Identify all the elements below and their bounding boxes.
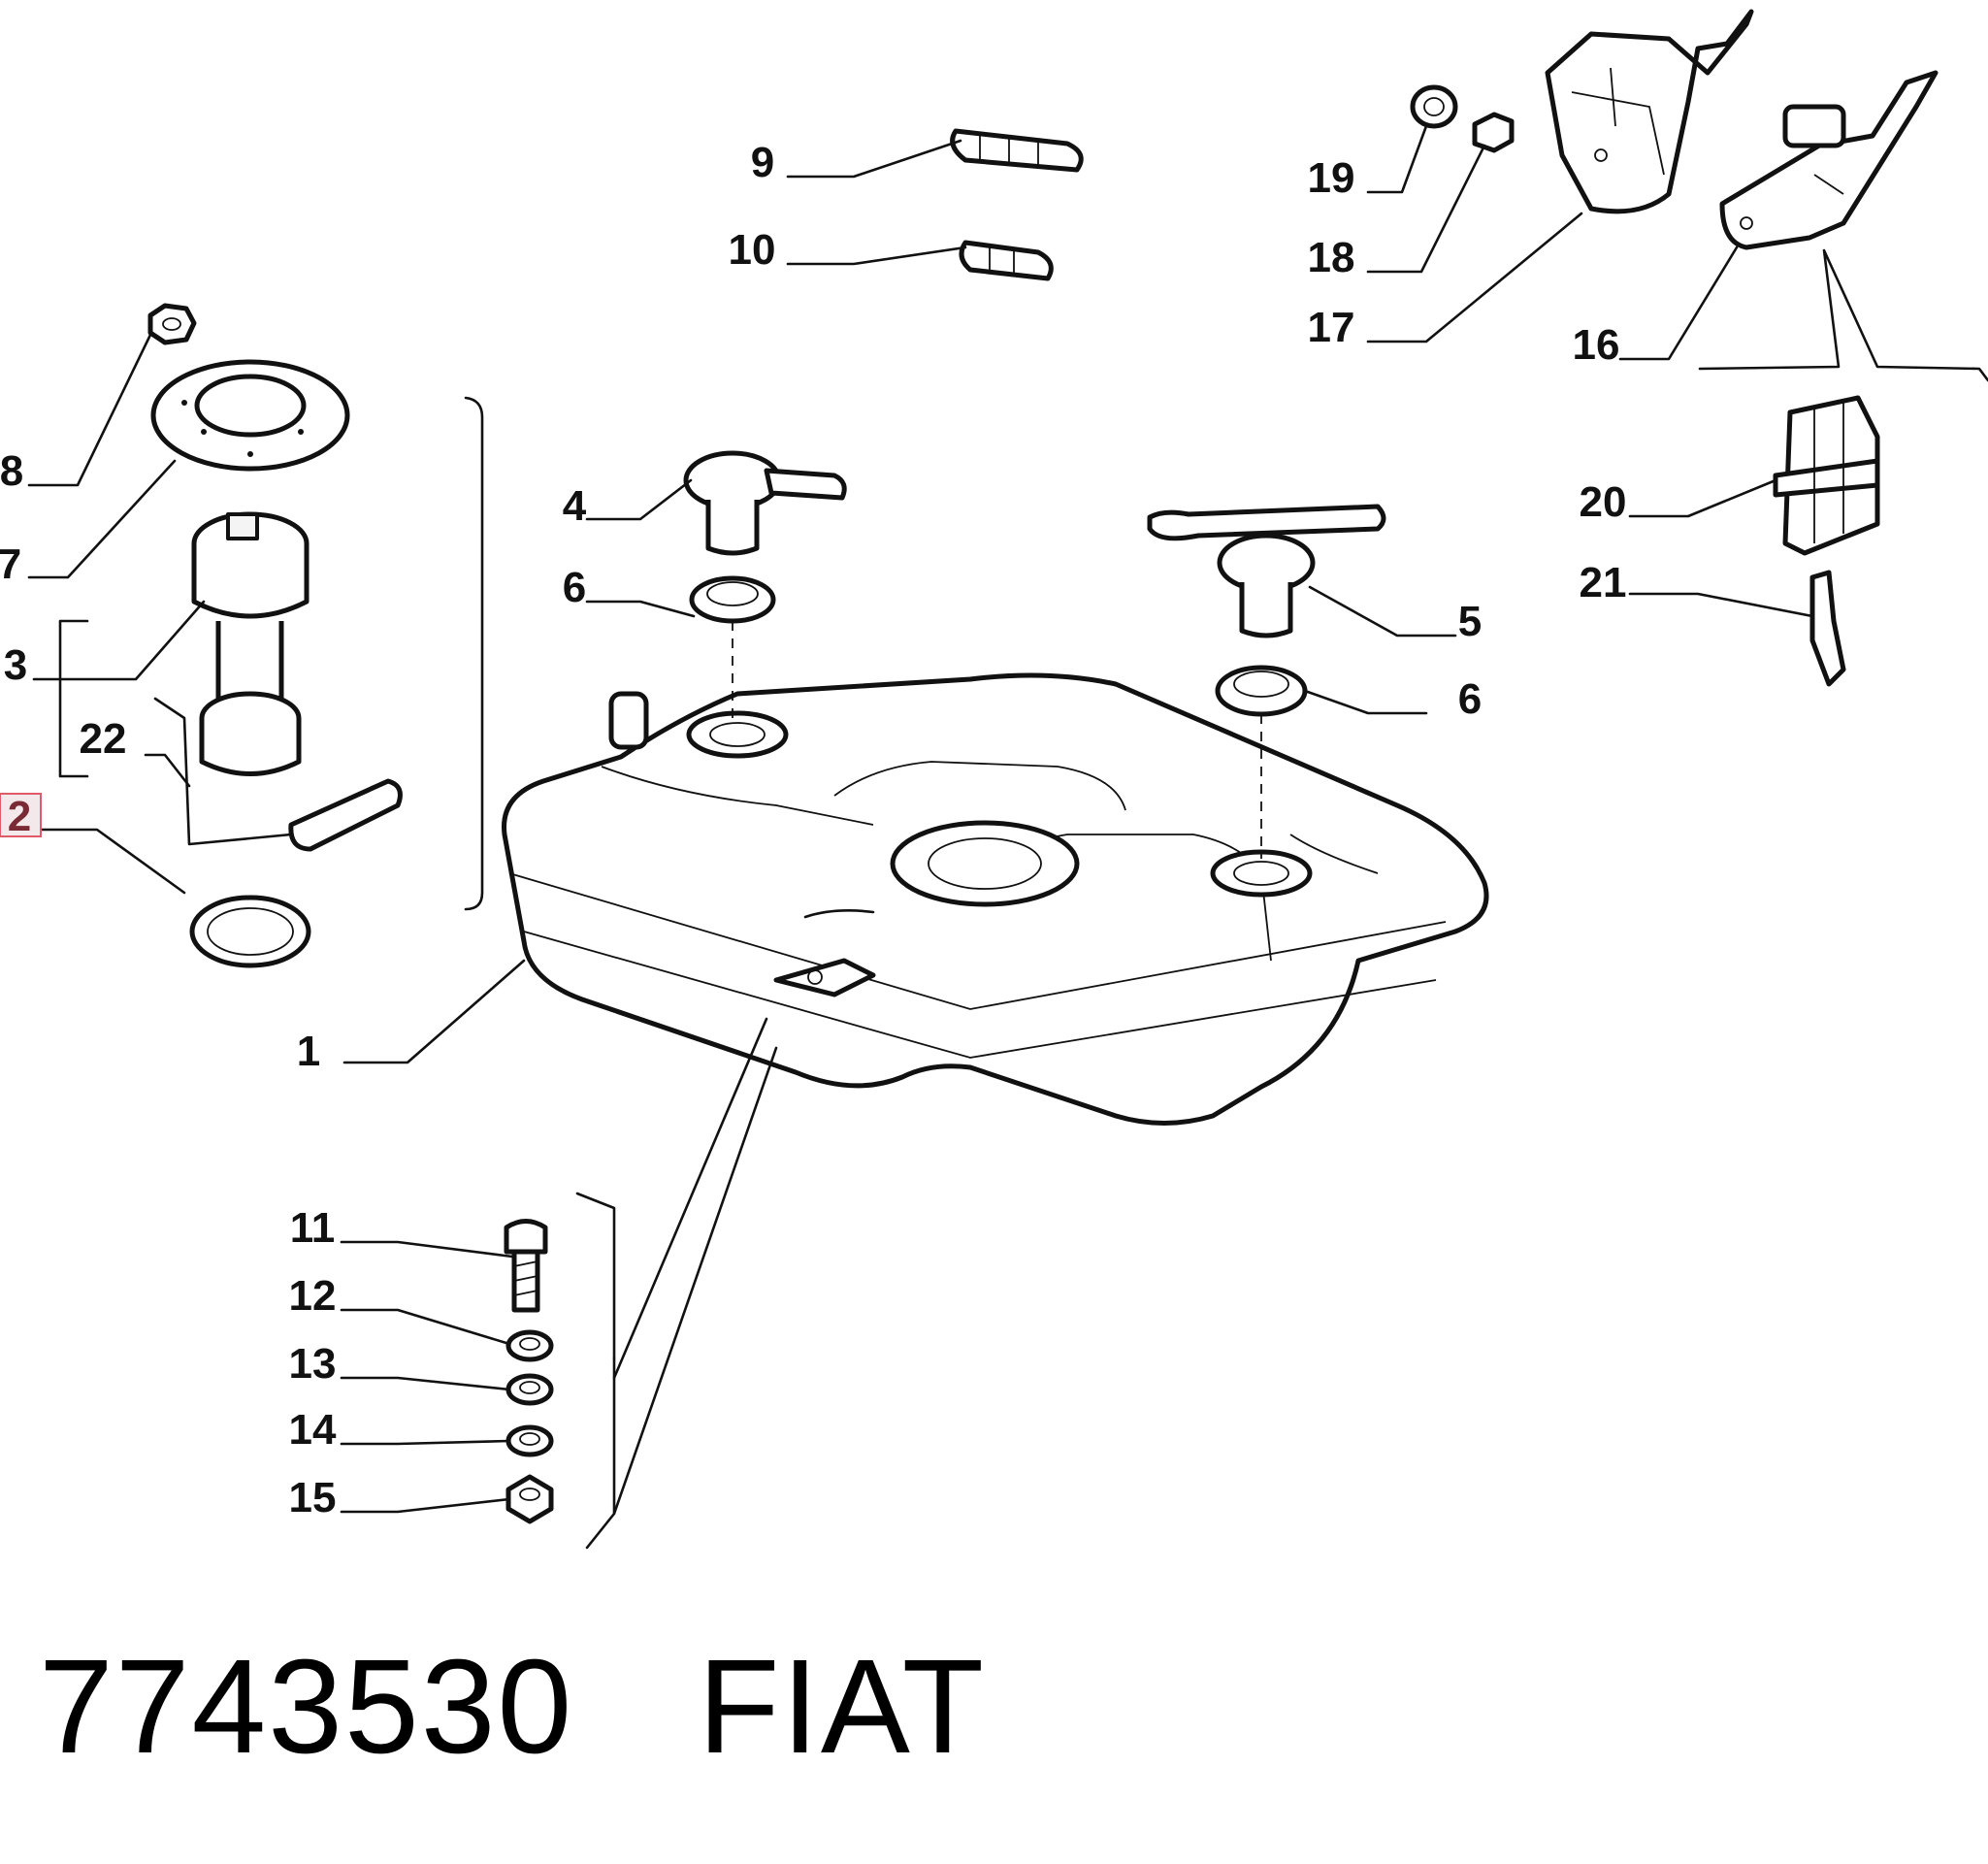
part-19-grommet xyxy=(1410,84,1458,129)
callout-5[interactable]: 5 xyxy=(1458,598,1482,645)
leader-hardware-to-bracket xyxy=(612,1017,778,1516)
leader-16-fork xyxy=(1698,248,1988,382)
part-20-relay xyxy=(1773,395,1880,556)
callout-3[interactable]: 3 xyxy=(4,641,27,689)
callout-17[interactable]: 17 xyxy=(1308,304,1355,351)
callout-16[interactable]: 16 xyxy=(1573,321,1620,369)
callout-19[interactable]: 19 xyxy=(1308,154,1355,202)
callout-8[interactable]: 8 xyxy=(0,447,23,495)
part-12-spring-washer xyxy=(505,1329,554,1362)
callout-15[interactable]: 15 xyxy=(289,1474,337,1521)
part-15-nut xyxy=(505,1474,554,1524)
callout-13[interactable]: 13 xyxy=(289,1340,337,1388)
callout-21[interactable]: 21 xyxy=(1580,559,1627,606)
group-bracket-left xyxy=(58,619,89,778)
callout-10[interactable]: 10 xyxy=(729,226,776,274)
part-16-relay-bracket xyxy=(1719,70,1939,250)
callout-20[interactable]: 20 xyxy=(1580,478,1627,526)
part-17-bracket xyxy=(1545,9,1754,214)
part-21-terminal-clip xyxy=(1809,570,1846,687)
part-5-vent-fitting xyxy=(1147,504,1386,638)
group-bracket-hardware-lower xyxy=(585,1357,616,1550)
callout-12[interactable]: 12 xyxy=(289,1272,337,1320)
group-bracket-tank xyxy=(464,396,484,911)
part-caption: 7743530 FIAT xyxy=(39,1630,986,1784)
callout-1[interactable]: 1 xyxy=(297,1028,320,1075)
part-11-bolt xyxy=(504,1219,548,1313)
part-number: 7743530 xyxy=(39,1632,574,1782)
brand-name: FIAT xyxy=(698,1632,986,1782)
part-9-hose-clip xyxy=(950,128,1084,173)
part-18-bushing xyxy=(1472,112,1515,153)
callout-22[interactable]: 22 xyxy=(80,715,127,763)
callout-6a[interactable]: 6 xyxy=(563,564,586,611)
callout-6b[interactable]: 6 xyxy=(1458,675,1482,723)
part-3-fuel-pump xyxy=(191,511,310,776)
callout-9[interactable]: 9 xyxy=(751,139,774,186)
leader-lines xyxy=(27,124,1814,1514)
part-7-flange-gasket xyxy=(150,359,350,472)
highlight-box-callout-2 xyxy=(0,793,42,837)
part-13-washer xyxy=(505,1373,554,1406)
group-bracket-hardware xyxy=(575,1192,616,1360)
part-2-seal-ring xyxy=(189,895,311,968)
part-6-grommet-b xyxy=(1215,665,1308,717)
callout-2[interactable]: 2 xyxy=(8,793,31,840)
callout-18[interactable]: 18 xyxy=(1308,234,1355,281)
callout-7[interactable]: 7 xyxy=(0,540,21,588)
callout-14[interactable]: 14 xyxy=(289,1406,337,1454)
callout-11[interactable]: 11 xyxy=(290,1204,336,1252)
part-4-filler-neck xyxy=(683,450,847,556)
callout-4[interactable]: 4 xyxy=(563,482,587,530)
part-10-hose-clip xyxy=(959,240,1054,281)
part-8-nut xyxy=(147,303,197,345)
part-6-grommet-a xyxy=(689,575,776,624)
fuel-tank xyxy=(502,672,1489,1126)
part-14-washer xyxy=(505,1424,554,1457)
